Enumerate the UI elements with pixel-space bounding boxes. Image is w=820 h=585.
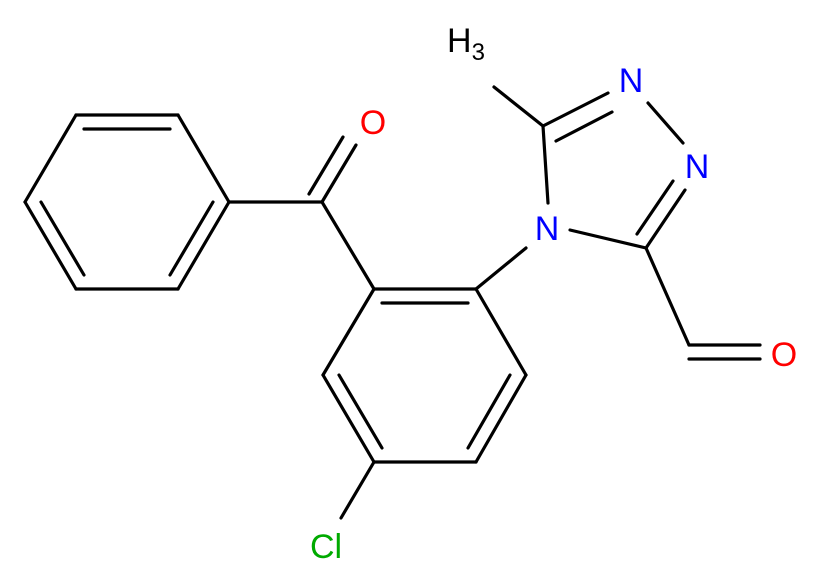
bond-n1-n2: [646, 101, 685, 145]
atom-labels: O O N N N Cl H3: [310, 22, 797, 566]
methyl-label: H3: [447, 22, 485, 66]
bond-c5-n1-inner: [554, 110, 614, 143]
bond-ar-3: [474, 373, 528, 464]
bond-c3-n4: [568, 228, 648, 250]
bond-c5-n1: [541, 91, 610, 128]
chlorine-label: Cl: [310, 528, 342, 566]
bond-n2-c3: [644, 188, 687, 250]
bond-ar-n4: [474, 246, 528, 291]
bond-ar-5-inner: [337, 373, 384, 450]
bond-ph-3-inner: [168, 200, 215, 277]
bond-ar-2: [474, 287, 528, 377]
bond-ar-6: [321, 287, 376, 377]
methyl-h: H: [447, 22, 472, 60]
bond-c-cl: [339, 460, 376, 520]
bond-ph-2: [176, 113, 231, 204]
triazole-n4-label: N: [535, 210, 560, 248]
aldehyde-oxygen-label: O: [771, 336, 797, 374]
bond-co-double-a: [320, 143, 358, 204]
bond-ar-5: [321, 373, 376, 464]
triazole-n2-label: N: [685, 148, 710, 186]
triazole-n1-label: N: [619, 62, 644, 100]
methyl-subscript: 3: [472, 39, 485, 66]
bond-ph-6: [23, 113, 78, 204]
bond-co-ring: [320, 200, 376, 291]
carbonyl-oxygen-label: O: [360, 104, 386, 142]
bond-n2-c3-inner: [635, 179, 675, 236]
bond-c3-cho: [644, 246, 691, 347]
bond-ph-3: [176, 200, 231, 291]
bond-n4-c5: [541, 124, 550, 205]
bond-ph-5: [23, 200, 78, 291]
bond-c5-methyl: [492, 85, 545, 128]
bond-co-double-b: [307, 135, 345, 196]
bonds: [23, 85, 762, 520]
bond-ph-5-inner: [39, 200, 86, 277]
bond-ar-3-inner: [466, 373, 512, 450]
